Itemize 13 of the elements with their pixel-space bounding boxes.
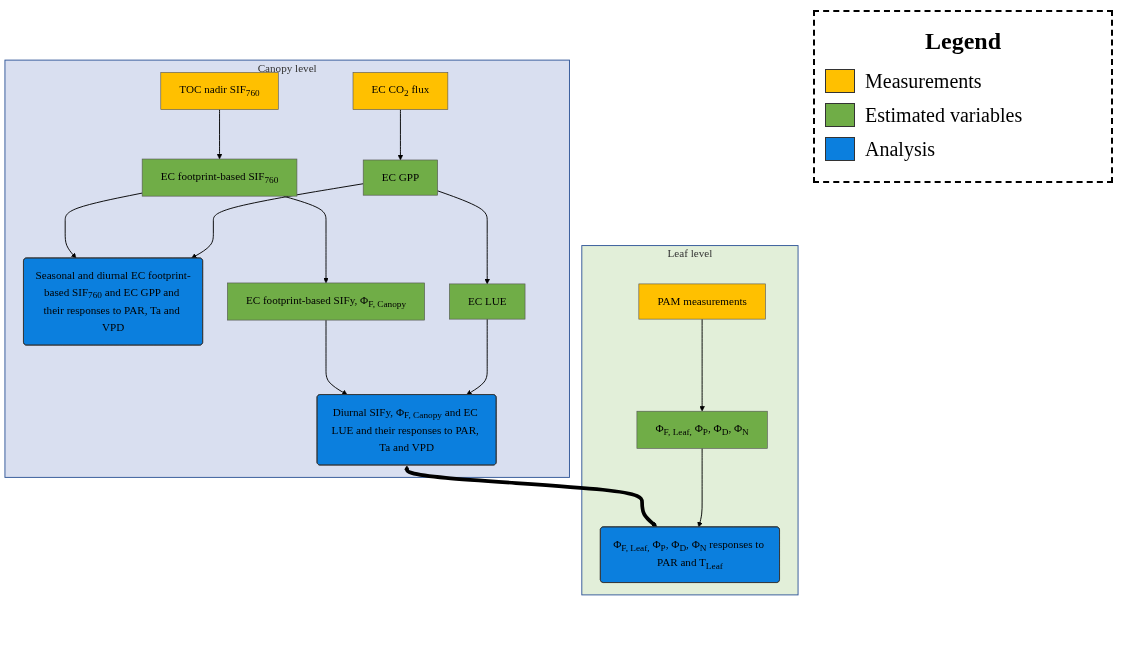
- legend-title: Legend: [924, 28, 1002, 55]
- arrow: [404, 465, 658, 528]
- node-box: TOC nadir SIF$_{760}$: [160, 72, 279, 110]
- node-box: Φ$_{F, Leaf,}$ Φ$_{P}$, Φ$_{D}$, Φ$_{N}$: [636, 410, 768, 449]
- legend-text: Measurements: [865, 69, 982, 93]
- legend-text: Analysis: [865, 137, 935, 161]
- node-box: EC footprint-based SIF$_{760}$: [141, 158, 298, 197]
- node-box: EC CO$_{2}$ flux: [352, 72, 449, 110]
- node-box: EC GPP: [362, 159, 438, 196]
- node-box: EC footprint-based SIFy, Φ$_{F, Canopy}$: [227, 282, 425, 321]
- node-box: PAM measurements: [638, 283, 766, 320]
- legend-text: Estimated variables: [865, 103, 1023, 127]
- node-box: EC LUE: [449, 283, 526, 320]
